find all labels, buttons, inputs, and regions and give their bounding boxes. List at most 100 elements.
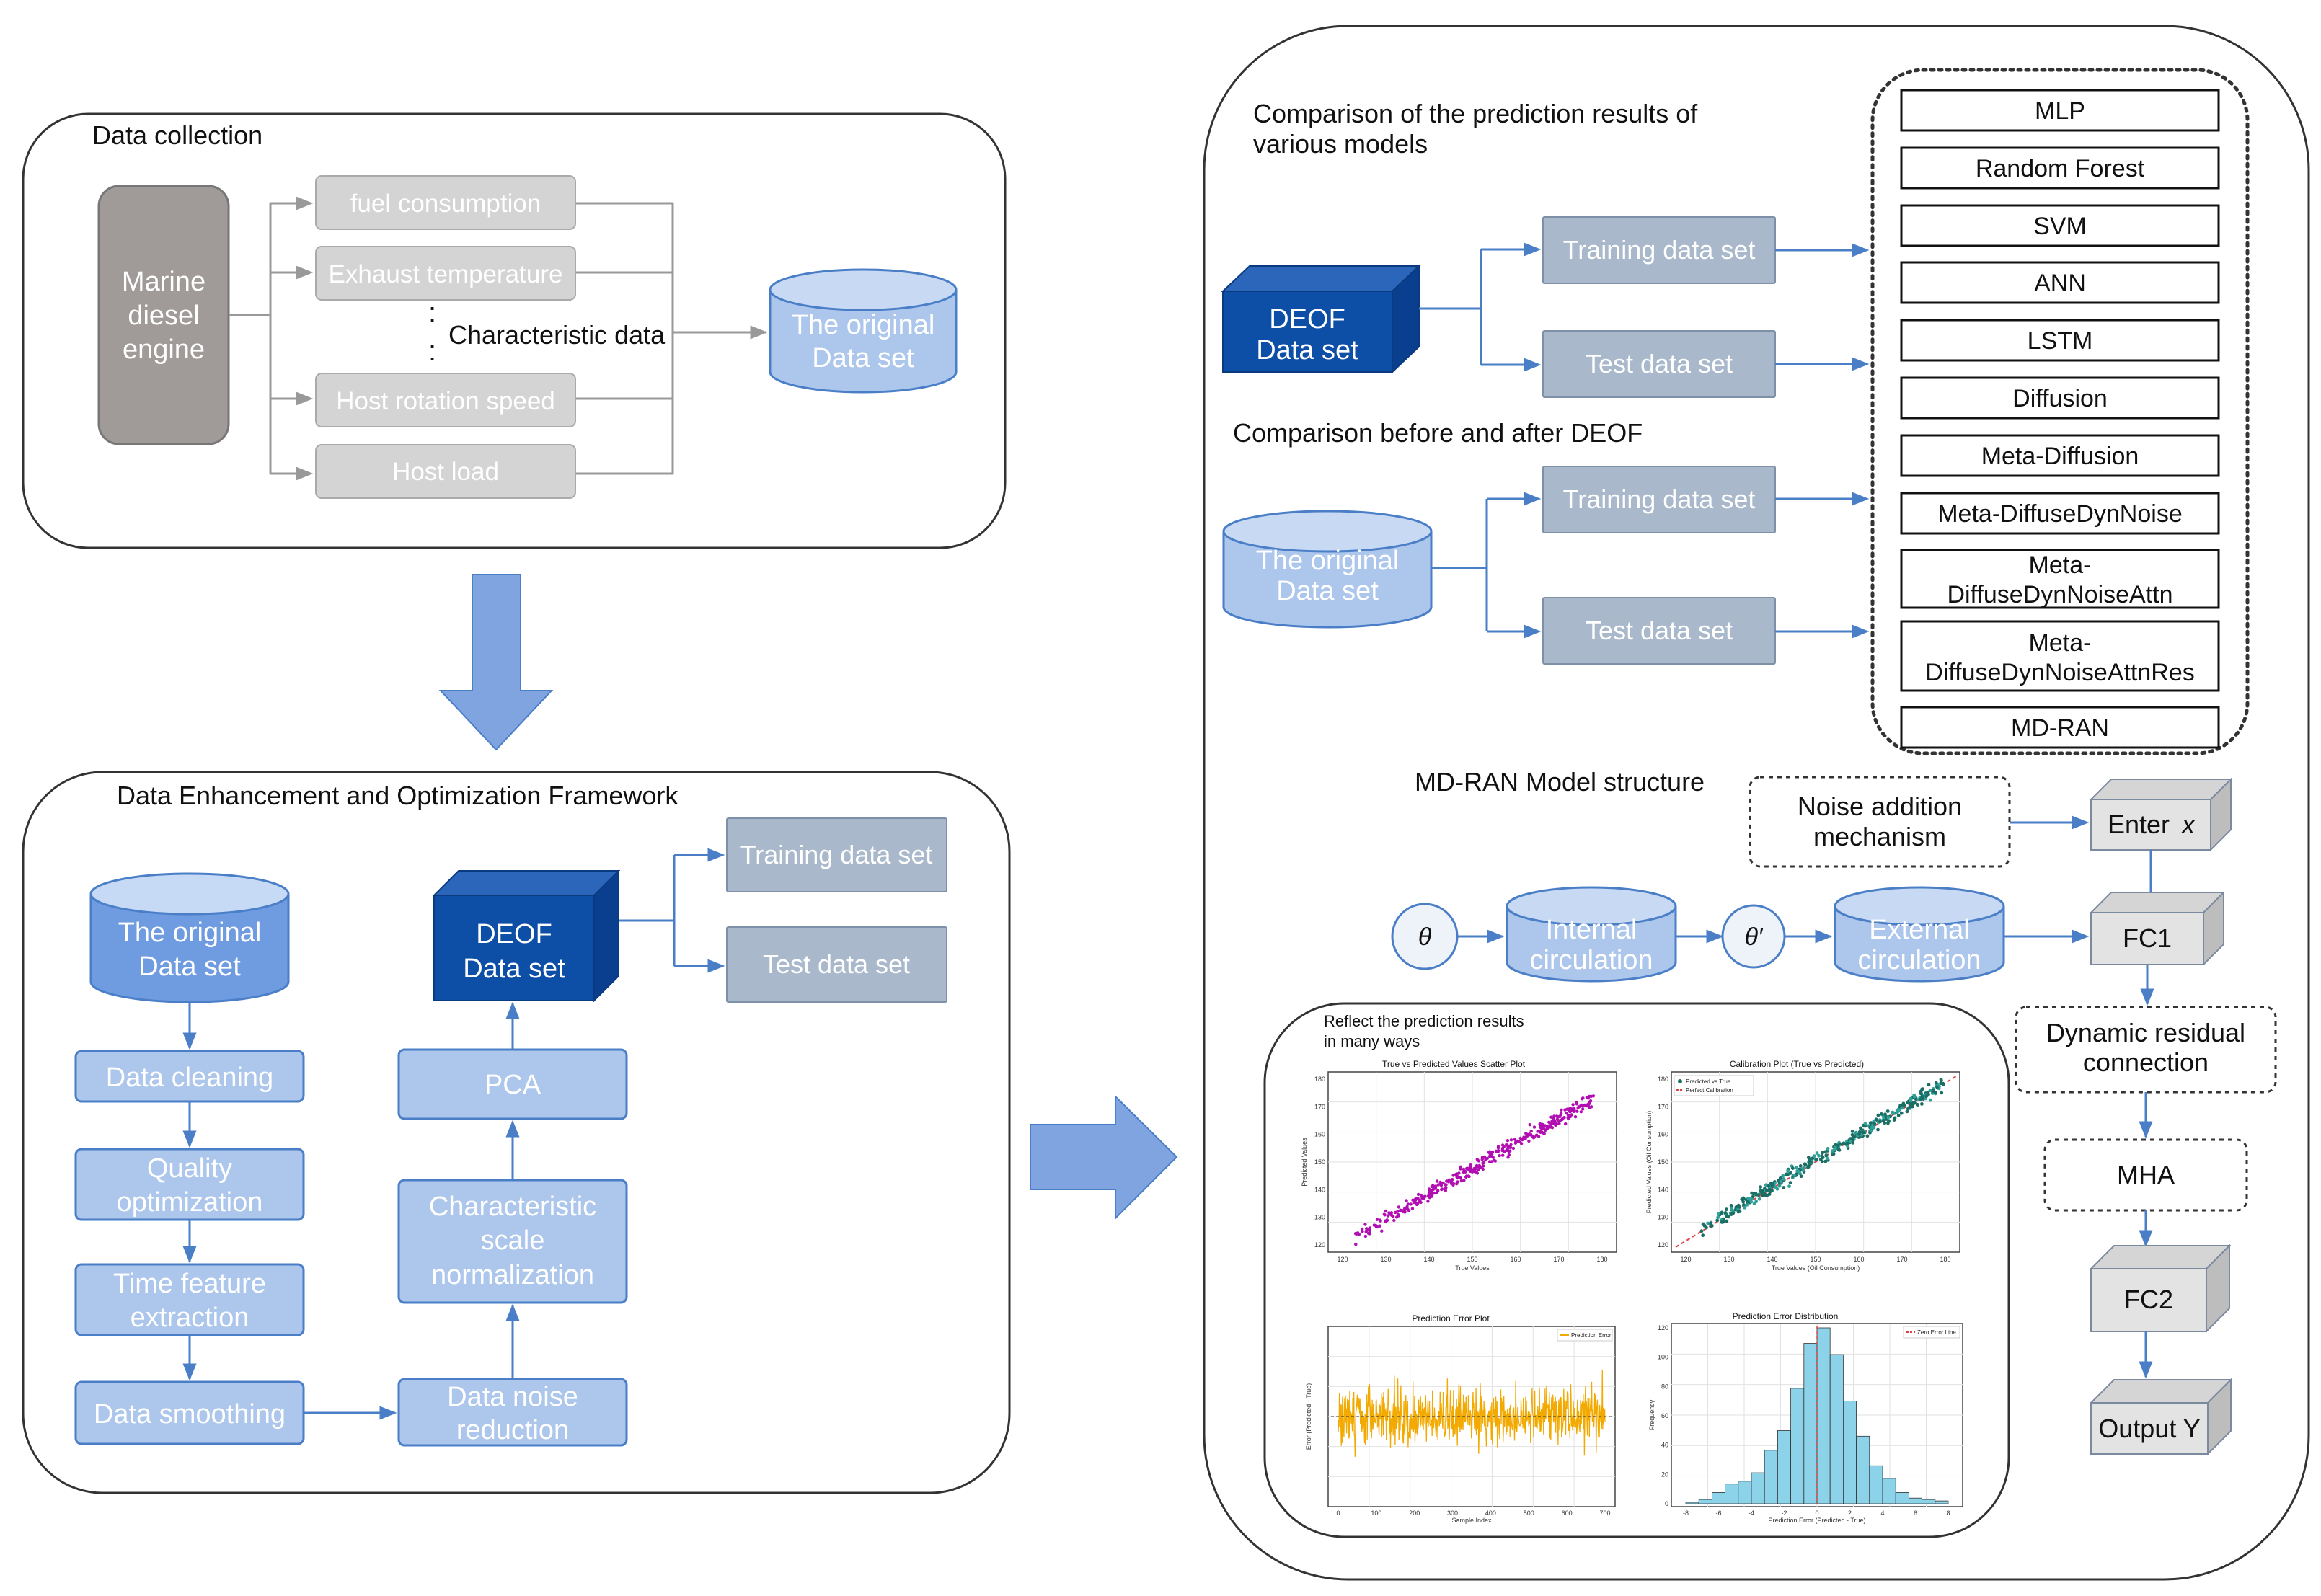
results-title-line2: in many ways — [1324, 1032, 1420, 1050]
svg-text:MHA: MHA — [2117, 1160, 2175, 1189]
internal-circulation: Internal circulation — [1506, 886, 1677, 983]
calibration-point — [1834, 1145, 1838, 1150]
svg-text:Data smoothing: Data smoothing — [94, 1399, 286, 1429]
scatter-point — [1532, 1135, 1537, 1139]
scatter-point — [1480, 1158, 1484, 1161]
y-tick-label: 0 — [1665, 1500, 1668, 1507]
svg-text:Test data set: Test data set — [1586, 616, 1733, 645]
svg-text:Marine: Marine — [122, 267, 205, 297]
svg-text:ANN: ANN — [2034, 270, 2086, 297]
calibration-point — [1792, 1174, 1796, 1177]
calibration-point — [1900, 1103, 1904, 1107]
scatter-point — [1536, 1130, 1539, 1133]
plot1-points — [1353, 1094, 1596, 1246]
svg-text:MLP: MLP — [2035, 97, 2085, 125]
scatter-point — [1469, 1163, 1472, 1167]
scatter-point — [1500, 1146, 1505, 1151]
histogram-bar — [1751, 1472, 1765, 1504]
calibration-point — [1788, 1181, 1792, 1184]
theta-node: θ — [1391, 903, 1459, 970]
y-tick-label: 170 — [1658, 1103, 1668, 1110]
calibration-point — [1837, 1148, 1842, 1152]
feature-fuel-consumption: fuel consumption — [315, 175, 576, 230]
calibration-point — [1909, 1101, 1913, 1106]
calibration-point — [1717, 1212, 1721, 1216]
plot3-ylabel: Error (Predicted - True) — [1305, 1383, 1312, 1450]
calibration-point — [1806, 1165, 1810, 1169]
step-pca: PCA — [397, 1048, 628, 1120]
calibration-point — [1809, 1160, 1813, 1164]
scatter-point — [1575, 1109, 1579, 1113]
plot3-legend: Prediction Error — [1557, 1329, 1613, 1342]
calibration-point — [1920, 1094, 1924, 1099]
calibration-point — [1850, 1130, 1854, 1133]
scatter-point — [1457, 1171, 1461, 1175]
scatter-point — [1498, 1153, 1501, 1158]
scatter-point — [1364, 1230, 1368, 1234]
x-tick-label: 180 — [1596, 1256, 1607, 1263]
scatter-point — [1363, 1234, 1368, 1238]
scatter-point — [1403, 1207, 1407, 1210]
y-tick-label: 20 — [1661, 1471, 1668, 1478]
scatter-point — [1573, 1115, 1578, 1119]
svg-text:scale: scale — [481, 1225, 545, 1256]
calibration-point — [1892, 1118, 1896, 1122]
svg-text:Meta-: Meta- — [2029, 551, 2092, 579]
y-tick-label: 120 — [1658, 1324, 1668, 1331]
scatter-point — [1378, 1224, 1382, 1228]
scatter-point — [1366, 1231, 1371, 1236]
scatter-point — [1586, 1096, 1590, 1100]
calibration-point — [1815, 1151, 1819, 1155]
scatter-point — [1539, 1125, 1544, 1130]
x-tick-label: 0 — [1815, 1509, 1818, 1517]
y-tick-label: 160 — [1314, 1131, 1325, 1138]
scatter-point — [1438, 1180, 1442, 1184]
y-tick-label: 150 — [1314, 1158, 1325, 1166]
scatter-point — [1487, 1154, 1492, 1158]
calibration-point — [1786, 1169, 1790, 1173]
scatter-point — [1549, 1124, 1552, 1127]
scatter-point — [1467, 1174, 1471, 1179]
plot-calibration: Calibration Plot (True vs Predicted) 120… — [1645, 1059, 1960, 1272]
scatter-point — [1565, 1107, 1569, 1111]
calibration-point — [1705, 1225, 1708, 1230]
histogram-bar — [1842, 1401, 1857, 1504]
data-collection-title: Data collection — [92, 120, 262, 150]
scatter-point — [1410, 1207, 1415, 1210]
scatter-point — [1575, 1101, 1578, 1104]
histogram-bar — [1869, 1465, 1883, 1504]
calibration-point — [1885, 1109, 1890, 1113]
ellipsis-dots: : — [428, 297, 436, 329]
scatter-point — [1540, 1130, 1544, 1134]
fc1-cube: FC1 — [2089, 890, 2226, 967]
calibration-point — [1778, 1176, 1782, 1180]
x-tick-label: 600 — [1562, 1509, 1573, 1517]
calibration-point — [1740, 1197, 1744, 1201]
scatter-point — [1496, 1148, 1500, 1153]
svg-text:SVM: SVM — [2033, 213, 2087, 240]
calibration-point — [1812, 1154, 1816, 1158]
calibration-point — [1850, 1132, 1854, 1137]
step-time-feature-extraction: Time feature extraction — [74, 1263, 305, 1336]
histogram-bar — [1816, 1327, 1831, 1504]
calibration-point — [1764, 1183, 1768, 1187]
x-tick-label: 4 — [1880, 1509, 1884, 1517]
x-tick-label: 0 — [1336, 1509, 1340, 1517]
scatter-point — [1560, 1108, 1563, 1112]
svg-text:Meta-: Meta- — [2029, 629, 2092, 657]
svg-text:MD-RAN: MD-RAN — [2011, 714, 2109, 742]
scatter-point — [1414, 1198, 1418, 1202]
calibration-point — [1725, 1219, 1729, 1223]
calibration-point — [1874, 1117, 1878, 1122]
y-tick-label: 80 — [1661, 1383, 1668, 1390]
svg-text:Internal: Internal — [1546, 915, 1637, 945]
calibration-point — [1903, 1104, 1906, 1108]
scatter-point — [1477, 1166, 1481, 1169]
svg-text:Data noise: Data noise — [447, 1382, 578, 1412]
y-tick-label: 130 — [1314, 1214, 1325, 1221]
scatter-point — [1405, 1199, 1408, 1202]
calibration-point — [1767, 1184, 1771, 1188]
calibration-point — [1876, 1113, 1880, 1117]
svg-text:x: x — [2180, 810, 2196, 839]
